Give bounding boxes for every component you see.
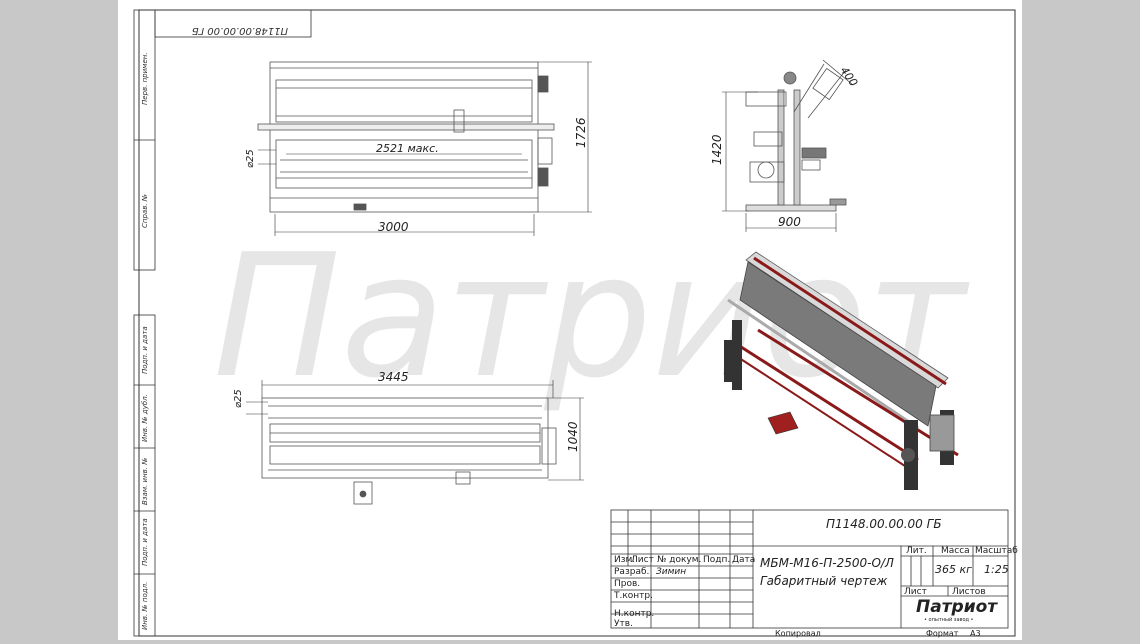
role-razrab: Разраб.	[614, 567, 650, 577]
developer-name: Зимин	[656, 567, 687, 577]
dim-side-height: 1420	[710, 134, 724, 165]
dim-front-diameter: ⌀25	[245, 149, 256, 168]
top-dimensions	[246, 380, 584, 481]
side-label-ref-no: Справ. №	[141, 194, 149, 228]
hdr-izm: Изм.	[614, 555, 636, 565]
role-prov: Пров.	[614, 579, 641, 589]
dim-front-width: 2521 макс.	[376, 142, 439, 155]
side-view	[745, 63, 847, 212]
drawing-canvas: Патриот Перв. примен. Справ. № Подп. и д…	[133, 9, 1016, 637]
dim-front-height: 1726	[574, 117, 588, 148]
footer-format-label: Формат	[926, 629, 959, 638]
hdr-date: Дата	[732, 555, 756, 565]
drawing-type: Габаритный чертеж	[760, 574, 888, 588]
code-box	[154, 9, 312, 38]
side-dimensions	[722, 59, 854, 232]
mass-label: Масса	[941, 546, 970, 556]
footer-copied: Копировал	[775, 629, 821, 638]
hdr-doc-no: № докум.	[657, 555, 702, 565]
side-label-repl-inv: Взам. инв. №	[141, 457, 149, 505]
lit-label: Лит.	[906, 546, 927, 556]
side-label-first-use: Перв. примен.	[141, 52, 149, 105]
top-view	[261, 397, 557, 505]
mirrored-code: П1148.00.00.00 ГБ	[192, 25, 288, 36]
side-label-sign-date: Подп. и дата	[141, 326, 149, 374]
front-dimensions	[258, 61, 592, 236]
title-code: П1148.00.00.00 ГБ	[826, 517, 942, 531]
side-label-sign-date-2: Подп. и дата	[141, 518, 149, 566]
scale-value: 1:25	[984, 563, 1009, 576]
sheets-label: Листов	[952, 587, 986, 597]
iso-view	[724, 251, 959, 490]
title-block-grid	[610, 509, 1009, 629]
sheet-label: Лист	[904, 587, 927, 597]
front-view	[257, 61, 555, 213]
role-utv: Утв.	[614, 619, 633, 629]
side-label-orig-inv: Инв. № подл.	[141, 582, 149, 630]
drawing-sheet: Патриот Перв. примен. Справ. № Подп. и д…	[118, 0, 1022, 640]
role-nkontr: Н.контр.	[614, 609, 655, 619]
hdr-sign: Подп.	[703, 555, 731, 565]
company-logo: Патриот	[916, 597, 998, 617]
dim-top-length: 3445	[378, 370, 409, 384]
mass-value: 365 кг	[935, 563, 972, 576]
role-tkontr: Т.контр.	[614, 591, 654, 601]
dim-top-diameter: ⌀25	[233, 389, 244, 408]
product-name: МБМ-М16-П-2500-О/Л	[760, 556, 894, 570]
footer-format-value: А3	[970, 629, 981, 638]
company-subtitle: • опытный завод •	[924, 617, 974, 623]
side-label-dup-inv: Инв. № дубл.	[141, 394, 149, 442]
inner-frame	[138, 9, 1016, 637]
dim-side-width: 900	[778, 215, 801, 229]
dim-top-width: 1040	[566, 421, 580, 452]
scale-label: Масштаб	[975, 546, 1018, 556]
dim-front-length: 3000	[378, 220, 409, 234]
hdr-list: Лист	[631, 555, 654, 565]
side-strip	[133, 9, 156, 637]
